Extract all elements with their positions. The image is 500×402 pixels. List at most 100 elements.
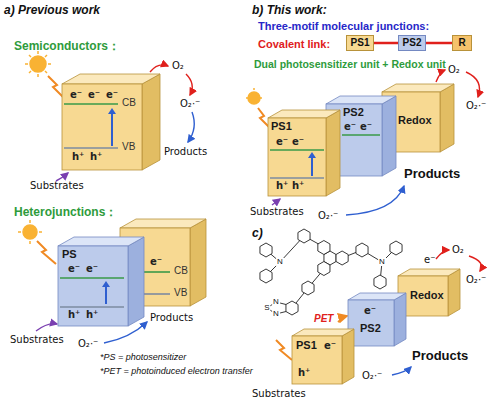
charge-label: e⁻ [364,305,376,316]
charge-label: h⁺ [68,309,80,320]
cube-side [394,293,406,346]
band-line [64,147,118,149]
excitation-arrow [311,157,313,176]
atom-label: N [272,298,280,306]
band-label: CB [174,265,188,276]
substrate-label: Substrates [30,180,84,191]
charge-label: e⁻ [70,89,82,100]
cube-front [292,336,342,384]
charge-label: h⁺ [72,151,84,162]
cube-label: PS2 [343,106,364,118]
cube-label: PS2 [360,322,381,334]
cube-top [58,237,144,246]
species-label: O₂·⁻ [78,338,98,349]
footnote: *PS = photosensitizer [100,352,186,362]
charge-label: e⁻ [276,136,288,147]
reaction-arrows [36,65,482,375]
band-line [60,277,124,279]
light-bolt [37,241,56,264]
charge-label: h⁺ [86,309,98,320]
photosensitizer-cube: PS1e⁻e⁻h⁺h⁺ [268,118,326,196]
cube-side [382,96,396,176]
cube-top [348,293,406,300]
atom-label: N [378,258,386,266]
cube-side [448,269,460,316]
light-bolt [276,340,292,360]
species-label: O₂·⁻ [466,274,486,285]
atom-label: N [276,258,284,266]
cube-side [142,74,160,170]
cube-top [292,329,354,336]
motif-box: R [452,35,472,51]
cube-label: Redox [410,289,444,301]
excitation-arrowhead [108,108,116,114]
cube-top [120,219,206,228]
cube-side [128,237,144,326]
covalent-link [374,42,398,45]
band-line [144,293,170,295]
product-label: Products [150,312,193,323]
sun [246,88,262,104]
substrate-label: Substrates [10,334,64,345]
charge-label: e⁻ [292,136,304,147]
excitation-arrowhead [102,281,110,287]
band-label: VB [174,287,187,298]
panel-title: a) Previous work [4,3,100,17]
species-label: O₂·⁻ [466,100,486,111]
cube-front [62,84,142,170]
excitation-arrow [105,286,107,304]
band-line [144,271,170,273]
motif-box: PS1 [346,35,374,51]
panel-title: b) This work: [252,3,327,17]
band-label: CB [122,97,136,108]
motif-box: PS2 [398,35,426,51]
band-line [342,134,380,136]
photosensitizer-cube: PS2 e⁻ [348,300,394,346]
cube-top [398,269,460,276]
charge-label: h⁺ [276,180,288,191]
photosensitizer-cube: PS1 e⁻ h⁺ [292,336,342,384]
charge-label: e⁻ [324,340,336,351]
species-label: O₂ [448,64,460,75]
charge-label: h⁺ [298,367,310,378]
band-line [270,149,324,151]
box-label: PS1 [351,38,370,48]
charge-label: h⁺ [90,151,102,162]
cube-front [382,92,440,152]
band-line [64,103,118,105]
band-label: VB [122,141,135,152]
charge-label: e⁻ [68,263,80,274]
product-label: Products [164,146,207,157]
charge-label: e⁻ [88,89,100,100]
charge-label: h⁺ [292,180,304,191]
cube-top [326,96,396,104]
cube-side [190,219,206,306]
semiconductor-cube: e⁻e⁻e⁻CBVBh⁺h⁺ [62,84,142,170]
cube-top [268,110,340,118]
cube-side [440,84,454,152]
atom-label: S [263,304,270,312]
cube-front [58,246,128,326]
excitation-arrowhead [308,152,316,158]
substrate-label: Substrates [250,206,304,217]
panel-title: c) [252,226,263,240]
cube-label: PS1 [296,339,317,351]
species-label: O₂ [452,244,464,255]
substrate-label: Substrates [252,388,306,399]
section-heading: Heterojunctions： [14,204,117,221]
sun [18,220,42,244]
electron-label: e⁻ [424,254,435,265]
cube-label: Redox [398,114,432,126]
box-label: R [458,38,465,48]
section-heading: Semiconductors： [14,38,120,55]
charge-label: e⁻ [150,256,162,267]
species-label: O₂ [172,60,184,71]
cube-front [268,118,326,196]
excitation-arrow [111,113,113,146]
species-label: O₂·⁻ [318,210,338,221]
section-heading: Covalent link: [258,38,330,50]
cube-front [348,300,394,346]
photosensitizer-cube: PSe⁻e⁻h⁺h⁺ [58,246,128,326]
sun [25,51,51,77]
